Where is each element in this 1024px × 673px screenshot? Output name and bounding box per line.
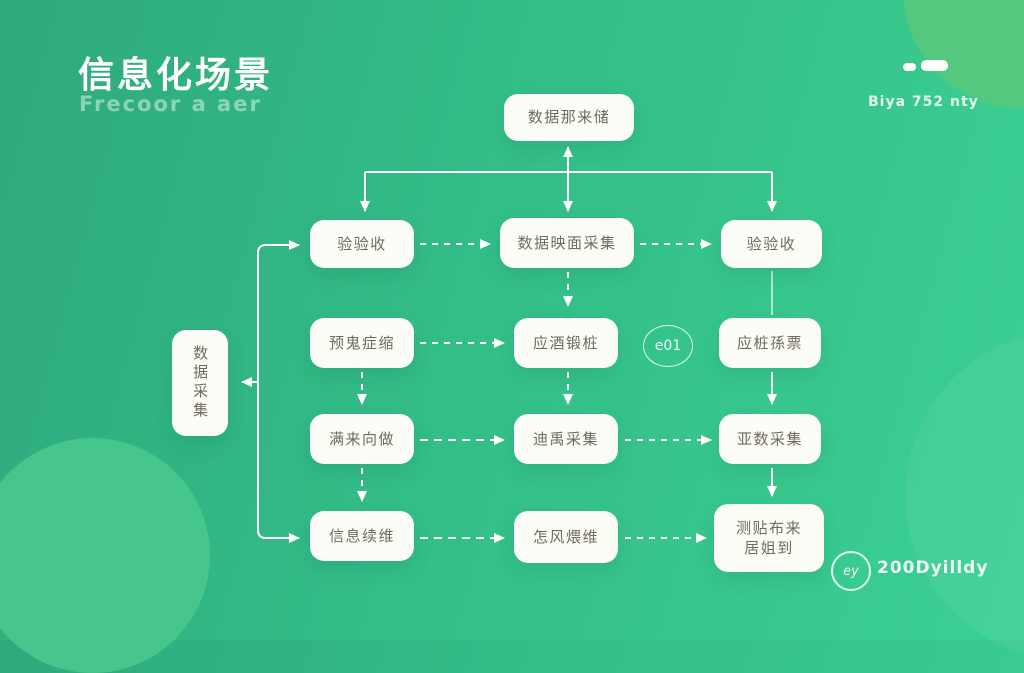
node-row4-col2: 怎风煨维 [514,511,618,563]
bottom-right-caption: 200Dyilldy [877,558,989,578]
ellipse-annotation: e01 [643,325,693,367]
connector-lines [241,146,777,543]
node-row3-col3: 亚数采集 [719,414,821,464]
node-label-line1: 测贴布来 [735,518,802,537]
node-row1-col2: 数据映面采集 [500,218,634,268]
node-label-line2: 居姐到 [744,539,794,557]
node-row4-col1: 信息续维 [310,511,414,561]
node-label: 验验收 [746,234,797,253]
bottom-right-badge-icon: ey [831,551,871,591]
node-label: 验验收 [337,234,387,253]
node-row4-col3: 测贴布来 居姐到 [714,504,824,572]
node-label: 满来向做 [328,429,395,448]
node-label: 信息续维 [328,526,395,545]
ellipse-label: e01 [654,338,682,354]
top-right-caption: Biya 752 nty [868,94,979,110]
node-label: 怎风煨维 [532,527,599,546]
node-label: 预鬼症缩 [328,333,395,352]
node-row1-col1: 验验收 [310,220,414,268]
page-title: 信息化场景 [78,55,274,96]
node-label: 亚数采集 [736,429,803,448]
node-row3-col2: 迪禹采集 [514,414,618,464]
node-row2-col3: 应桩孫票 [719,318,821,368]
node-row1-col3: 验验收 [721,220,822,268]
dash-icon-small [903,63,916,71]
dash-icon-large [921,60,948,71]
badge-glyph: ey [843,563,859,579]
node-root-label: 数据那来储 [527,108,611,127]
decor-circle-bottom-left [0,438,210,673]
node-row3-col1: 满来向做 [310,414,414,464]
node-label: 应桩孫票 [736,333,803,352]
node-label: 数据映面采集 [517,233,617,252]
node-root: 数据那来储 [504,94,634,141]
node-label: 迪禹采集 [532,429,599,448]
page-subtitle: Frecoor a aer [79,92,262,116]
node-side-vertical: 数据采集 [172,330,228,436]
node-side-label: 数据采集 [191,345,210,421]
node-label: 应酒锻桩 [532,333,599,352]
node-row2-col1: 预鬼症缩 [310,318,414,368]
node-row2-col2: 应酒锻桩 [514,318,618,368]
